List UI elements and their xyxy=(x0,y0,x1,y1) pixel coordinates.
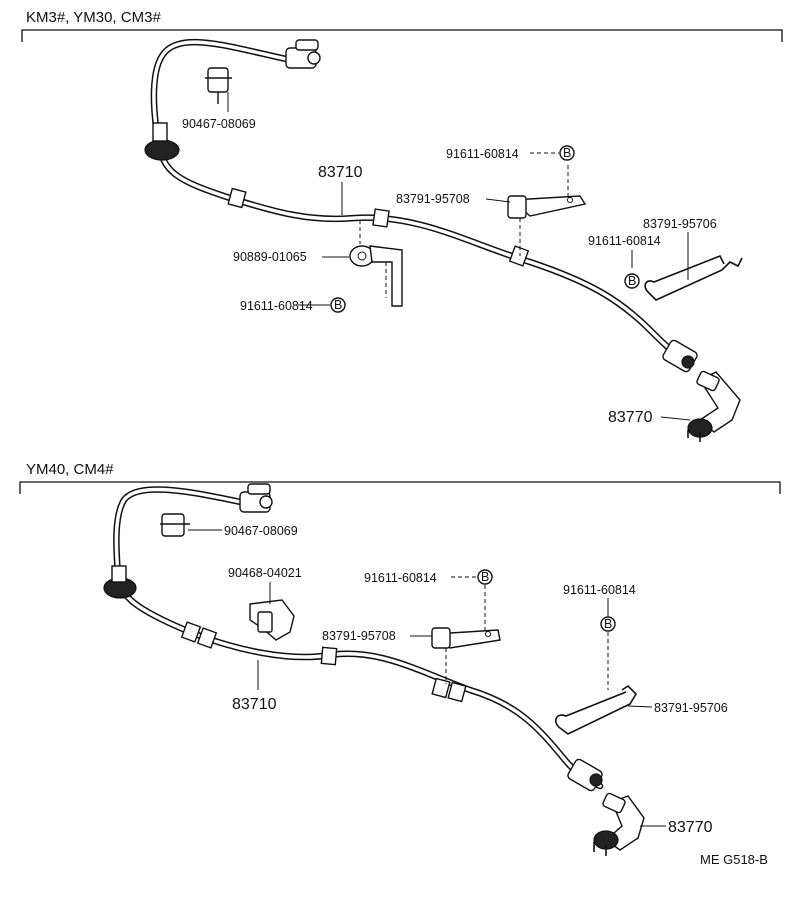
label-cable: 83710 xyxy=(318,164,363,181)
top-connector-1 xyxy=(285,39,321,69)
label-sensor: 83770 xyxy=(668,819,713,836)
bracket-83791-95708 xyxy=(507,195,587,219)
section-title: KM3#, YM30, CM3# xyxy=(26,9,161,26)
section-km3-ym30-cm3: KM3#, YM30, CM3# xyxy=(21,9,783,442)
label-clamp-c: 90468-04021 xyxy=(228,566,302,580)
svg-text:B: B xyxy=(628,274,636,288)
clamp-90467-08069 xyxy=(160,513,190,537)
label-bolt-2: 91611-60814 xyxy=(588,234,661,248)
speedometer-cable xyxy=(144,38,698,373)
diagram-reference: ME G518-B xyxy=(700,852,768,867)
clamp-90467-08069 xyxy=(205,67,232,104)
lower-connector-2 xyxy=(567,758,603,792)
bolt-marker-icon: B xyxy=(477,569,493,585)
label-bracket-1: 83791-95708 xyxy=(396,192,470,206)
bracket-83791-95708 xyxy=(431,627,501,649)
sensor-83770-icon xyxy=(687,370,741,442)
label-bracket-1: 83791-95708 xyxy=(322,629,396,643)
label-clamp-a: 90467-08069 xyxy=(182,117,256,131)
bolt-marker-icon: B xyxy=(330,297,346,313)
label-bracket-2: 83791-95706 xyxy=(643,217,717,231)
top-connector-2 xyxy=(239,483,273,513)
bolt-marker-icon: B xyxy=(600,616,616,632)
label-clamp-b: 90889-01065 xyxy=(233,250,307,264)
label-cable: 83710 xyxy=(232,696,277,713)
section-ym40-cm4: YM40, CM4# 904 xyxy=(19,461,781,856)
section-bracket-line xyxy=(21,29,783,42)
label-clamp-a: 90467-08069 xyxy=(224,524,298,538)
bolt-marker-icon: B xyxy=(559,145,575,161)
svg-text:B: B xyxy=(334,298,342,312)
speedometer-cable xyxy=(103,483,604,792)
svg-text:B: B xyxy=(481,570,489,584)
clamp-90468-04021 xyxy=(249,599,295,641)
sensor-83770-icon xyxy=(593,792,645,856)
bracket-83791-95706 xyxy=(554,684,638,735)
section-title: YM40, CM4# xyxy=(26,461,114,478)
clamp-90889-01065 xyxy=(349,245,403,307)
label-bolt-3: 91611-60814 xyxy=(240,299,313,313)
bolt-marker-icon: B xyxy=(624,273,640,289)
label-bracket-2: 83791-95706 xyxy=(654,701,728,715)
svg-text:B: B xyxy=(563,146,571,160)
label-bolt-1: 91611-60814 xyxy=(446,147,519,161)
label-bolt-2: 91611-60814 xyxy=(563,583,636,597)
section-bracket-line xyxy=(19,481,781,494)
label-sensor: 83770 xyxy=(608,409,653,426)
bracket-83791-95706 xyxy=(644,254,743,301)
label-bolt-1: 91611-60814 xyxy=(364,571,437,585)
svg-text:B: B xyxy=(604,617,612,631)
lower-connector-1 xyxy=(662,339,698,373)
